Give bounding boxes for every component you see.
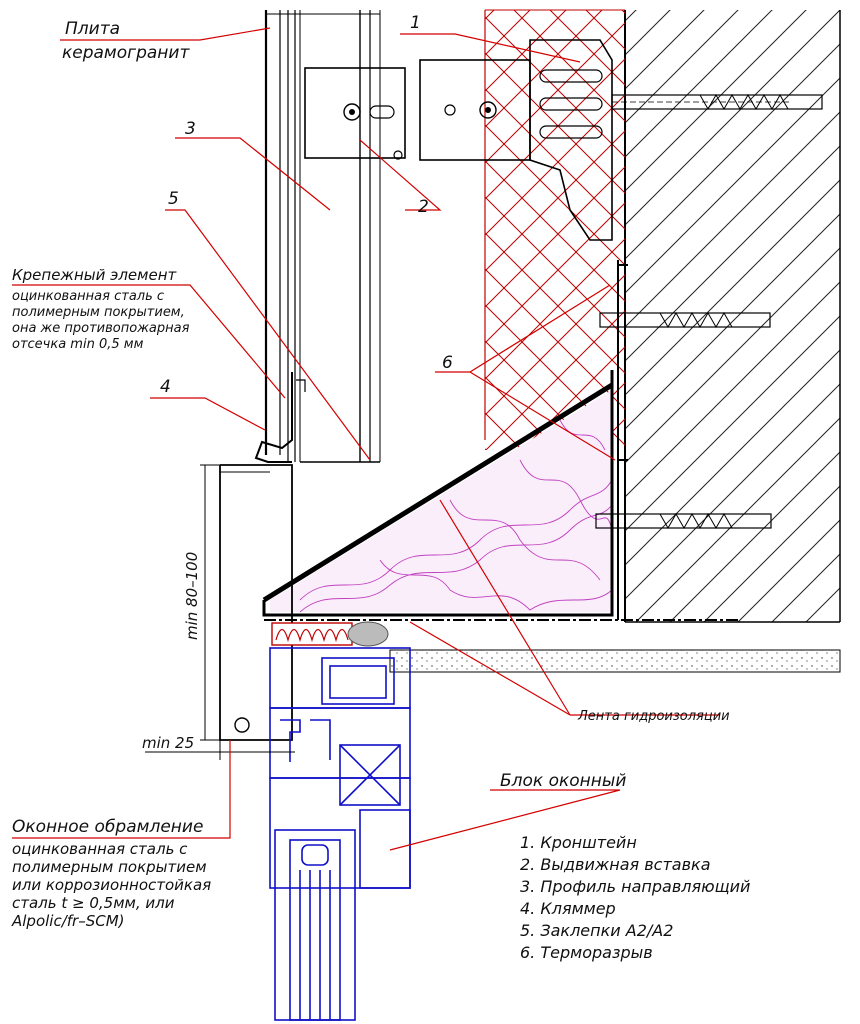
frame-desc-5: Alpolic/fr–SCM) [11, 912, 125, 930]
window-profile [269, 647, 411, 1021]
window-block-label: Блок оконный [500, 771, 626, 791]
fastener-desc-4: отсечка min 0,5 мм [12, 337, 144, 352]
fastener-desc-3: она же противопожарная [12, 321, 190, 336]
frame-desc-3: или коррозионностойкая [12, 876, 211, 894]
dimension-height: min 80–100 [183, 464, 225, 741]
sloped-flashing [262, 260, 740, 621]
dimension-width: min 25 [142, 734, 295, 760]
legend-item-4: 4. Кляммер [520, 899, 616, 918]
bracket-assembly [304, 39, 613, 241]
guide-profile [264, 10, 381, 463]
anchor-middle [599, 311, 771, 329]
callout-3: 3 [185, 119, 196, 139]
concrete-wall [624, 10, 841, 623]
plate-label-2: керамогранит [62, 43, 190, 63]
sealant-tape [271, 621, 389, 647]
klammer-clip [254, 372, 306, 463]
callouts: 1 2 3 4 5 6 [160, 13, 453, 397]
labels: Плита керамогранит Крепежный элемент оци… [11, 19, 730, 930]
dimension-width-label: min 25 [142, 734, 194, 752]
fastener-desc-2: полимерным покрытием, [12, 305, 185, 320]
legend: 1. Кронштейн 2. Выдвижная вставка 3. Про… [520, 833, 750, 962]
callout-6: 6 [442, 353, 453, 373]
frame-title: Оконное обрамление [12, 817, 203, 837]
callout-1: 1 [410, 13, 421, 33]
tape-label: Лента гидроизоляции [577, 709, 730, 724]
window-frame-trim [219, 464, 293, 741]
masonry-layer [484, 9, 625, 450]
legend-item-5: 5. Заклепки A2/A2 [520, 921, 673, 940]
callout-5: 5 [168, 189, 179, 209]
plate-label-1: Плита [65, 19, 120, 39]
frame-desc-2: полимерным покрытием [12, 858, 207, 876]
legend-item-2: 2. Выдвижная вставка [520, 855, 711, 874]
legend-item-1: 1. Кронштейн [520, 833, 637, 852]
anchor-bottom [595, 512, 772, 530]
fastener-title: Крепежный элемент [12, 266, 178, 284]
legend-item-3: 3. Профиль направляющий [520, 877, 750, 896]
leader-lines [12, 27, 720, 851]
fastener-desc-1: оцинкованная сталь с [12, 289, 164, 304]
callout-4: 4 [160, 377, 171, 397]
anchor-top [611, 93, 823, 111]
callout-2: 2 [418, 197, 429, 217]
frame-desc-1: оцинкованная сталь с [12, 840, 188, 858]
thermal-break [618, 264, 628, 461]
window-sill-base [389, 649, 841, 673]
legend-item-6: 6. Терморазрыв [520, 943, 653, 962]
frame-desc-4: сталь t ≥ 0,5мм, или [12, 894, 175, 912]
dimension-height-label: min 80–100 [183, 552, 201, 640]
